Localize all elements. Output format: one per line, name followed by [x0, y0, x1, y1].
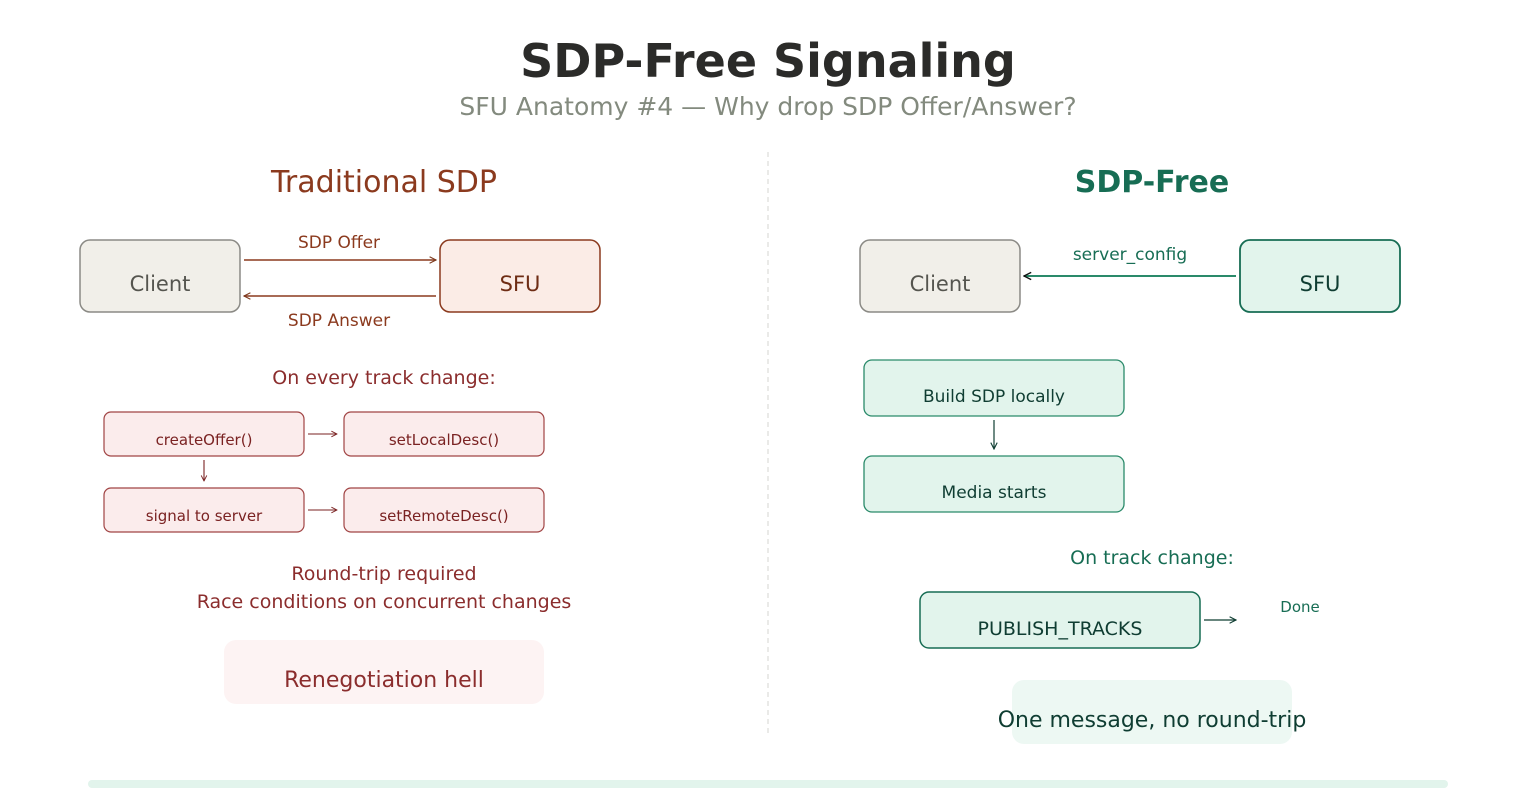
footer-accent-bar	[88, 780, 1448, 788]
sdp-offer-label: SDP Offer	[298, 233, 380, 253]
sdp-free-client-box	[859, 239, 1021, 313]
sdp-free-panel: SDP-Free Client SFU server_config Build …	[859, 165, 1401, 744]
server-config-label: server_config	[1073, 245, 1187, 265]
traditional-client-box	[79, 239, 241, 313]
publish-tracks-step	[919, 591, 1201, 649]
set-remote-desc-label: setRemoteDesc()	[379, 507, 508, 525]
race-condition-note: Race conditions on concurrent changes	[197, 591, 572, 613]
sdp-answer-label: SDP Answer	[288, 311, 390, 331]
sdp-free-client-label: Client	[910, 272, 971, 296]
traditional-verdict: Renegotiation hell	[284, 668, 484, 693]
media-starts-step	[863, 455, 1125, 513]
sdp-free-sfu-box	[1239, 239, 1401, 313]
signal-to-server-label: signal to server	[146, 507, 263, 525]
signal-to-server-step	[103, 487, 305, 533]
sdp-free-verdict-box	[1012, 680, 1292, 744]
traditional-track-change-heading: On every track change:	[272, 367, 495, 389]
build-sdp-step	[863, 359, 1125, 417]
traditional-heading: Traditional SDP	[270, 165, 497, 200]
create-offer-label: createOffer()	[156, 431, 253, 449]
round-trip-note: Round-trip required	[291, 563, 476, 585]
create-offer-step	[103, 411, 305, 457]
sdp-free-verdict: One message, no round-trip	[998, 708, 1307, 733]
page-subtitle: SFU Anatomy #4 — Why drop SDP Offer/Answ…	[459, 92, 1076, 121]
sdp-free-track-change-heading: On track change:	[1070, 547, 1234, 569]
sdp-free-heading: SDP-Free	[1075, 165, 1229, 200]
sdp-free-sfu-label: SFU	[1300, 272, 1341, 296]
traditional-client-label: Client	[130, 272, 191, 296]
set-remote-desc-step	[343, 487, 545, 533]
build-sdp-label: Build SDP locally	[923, 387, 1065, 407]
publish-tracks-label: PUBLISH_TRACKS	[978, 618, 1143, 640]
set-local-desc-step	[343, 411, 545, 457]
traditional-sfu-box	[439, 239, 601, 313]
traditional-sdp-panel: Traditional SDP Client SFU SDP Offer SDP…	[79, 165, 601, 704]
traditional-verdict-box	[224, 640, 544, 704]
page-title: SDP-Free Signaling	[520, 34, 1016, 88]
done-label: Done	[1280, 598, 1319, 616]
set-local-desc-label: setLocalDesc()	[389, 431, 499, 449]
media-starts-label: Media starts	[942, 483, 1047, 503]
traditional-sfu-label: SFU	[500, 272, 541, 296]
